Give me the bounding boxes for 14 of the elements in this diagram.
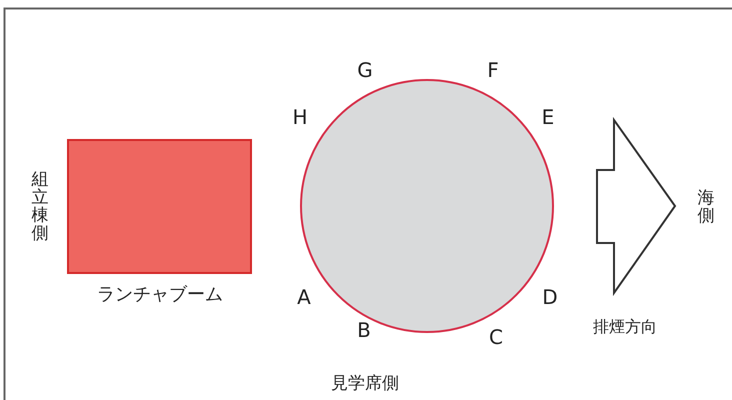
point-label: F [487, 60, 499, 80]
point-label: H [292, 107, 308, 127]
point-label: C [489, 327, 503, 347]
point-label: E [542, 107, 554, 127]
area-label: 海側 [698, 190, 714, 226]
area-label: 排煙方向 [593, 319, 657, 335]
point-label: G [357, 60, 373, 80]
point-label: A [297, 287, 311, 307]
area-label: 組立棟側 [32, 171, 48, 243]
point-label: D [542, 287, 558, 307]
launcher-boom-rectangle [67, 139, 252, 274]
node-label: ランチャブーム [97, 286, 223, 304]
point-label: B [357, 320, 371, 340]
area-label: 見学席側 [331, 376, 399, 392]
